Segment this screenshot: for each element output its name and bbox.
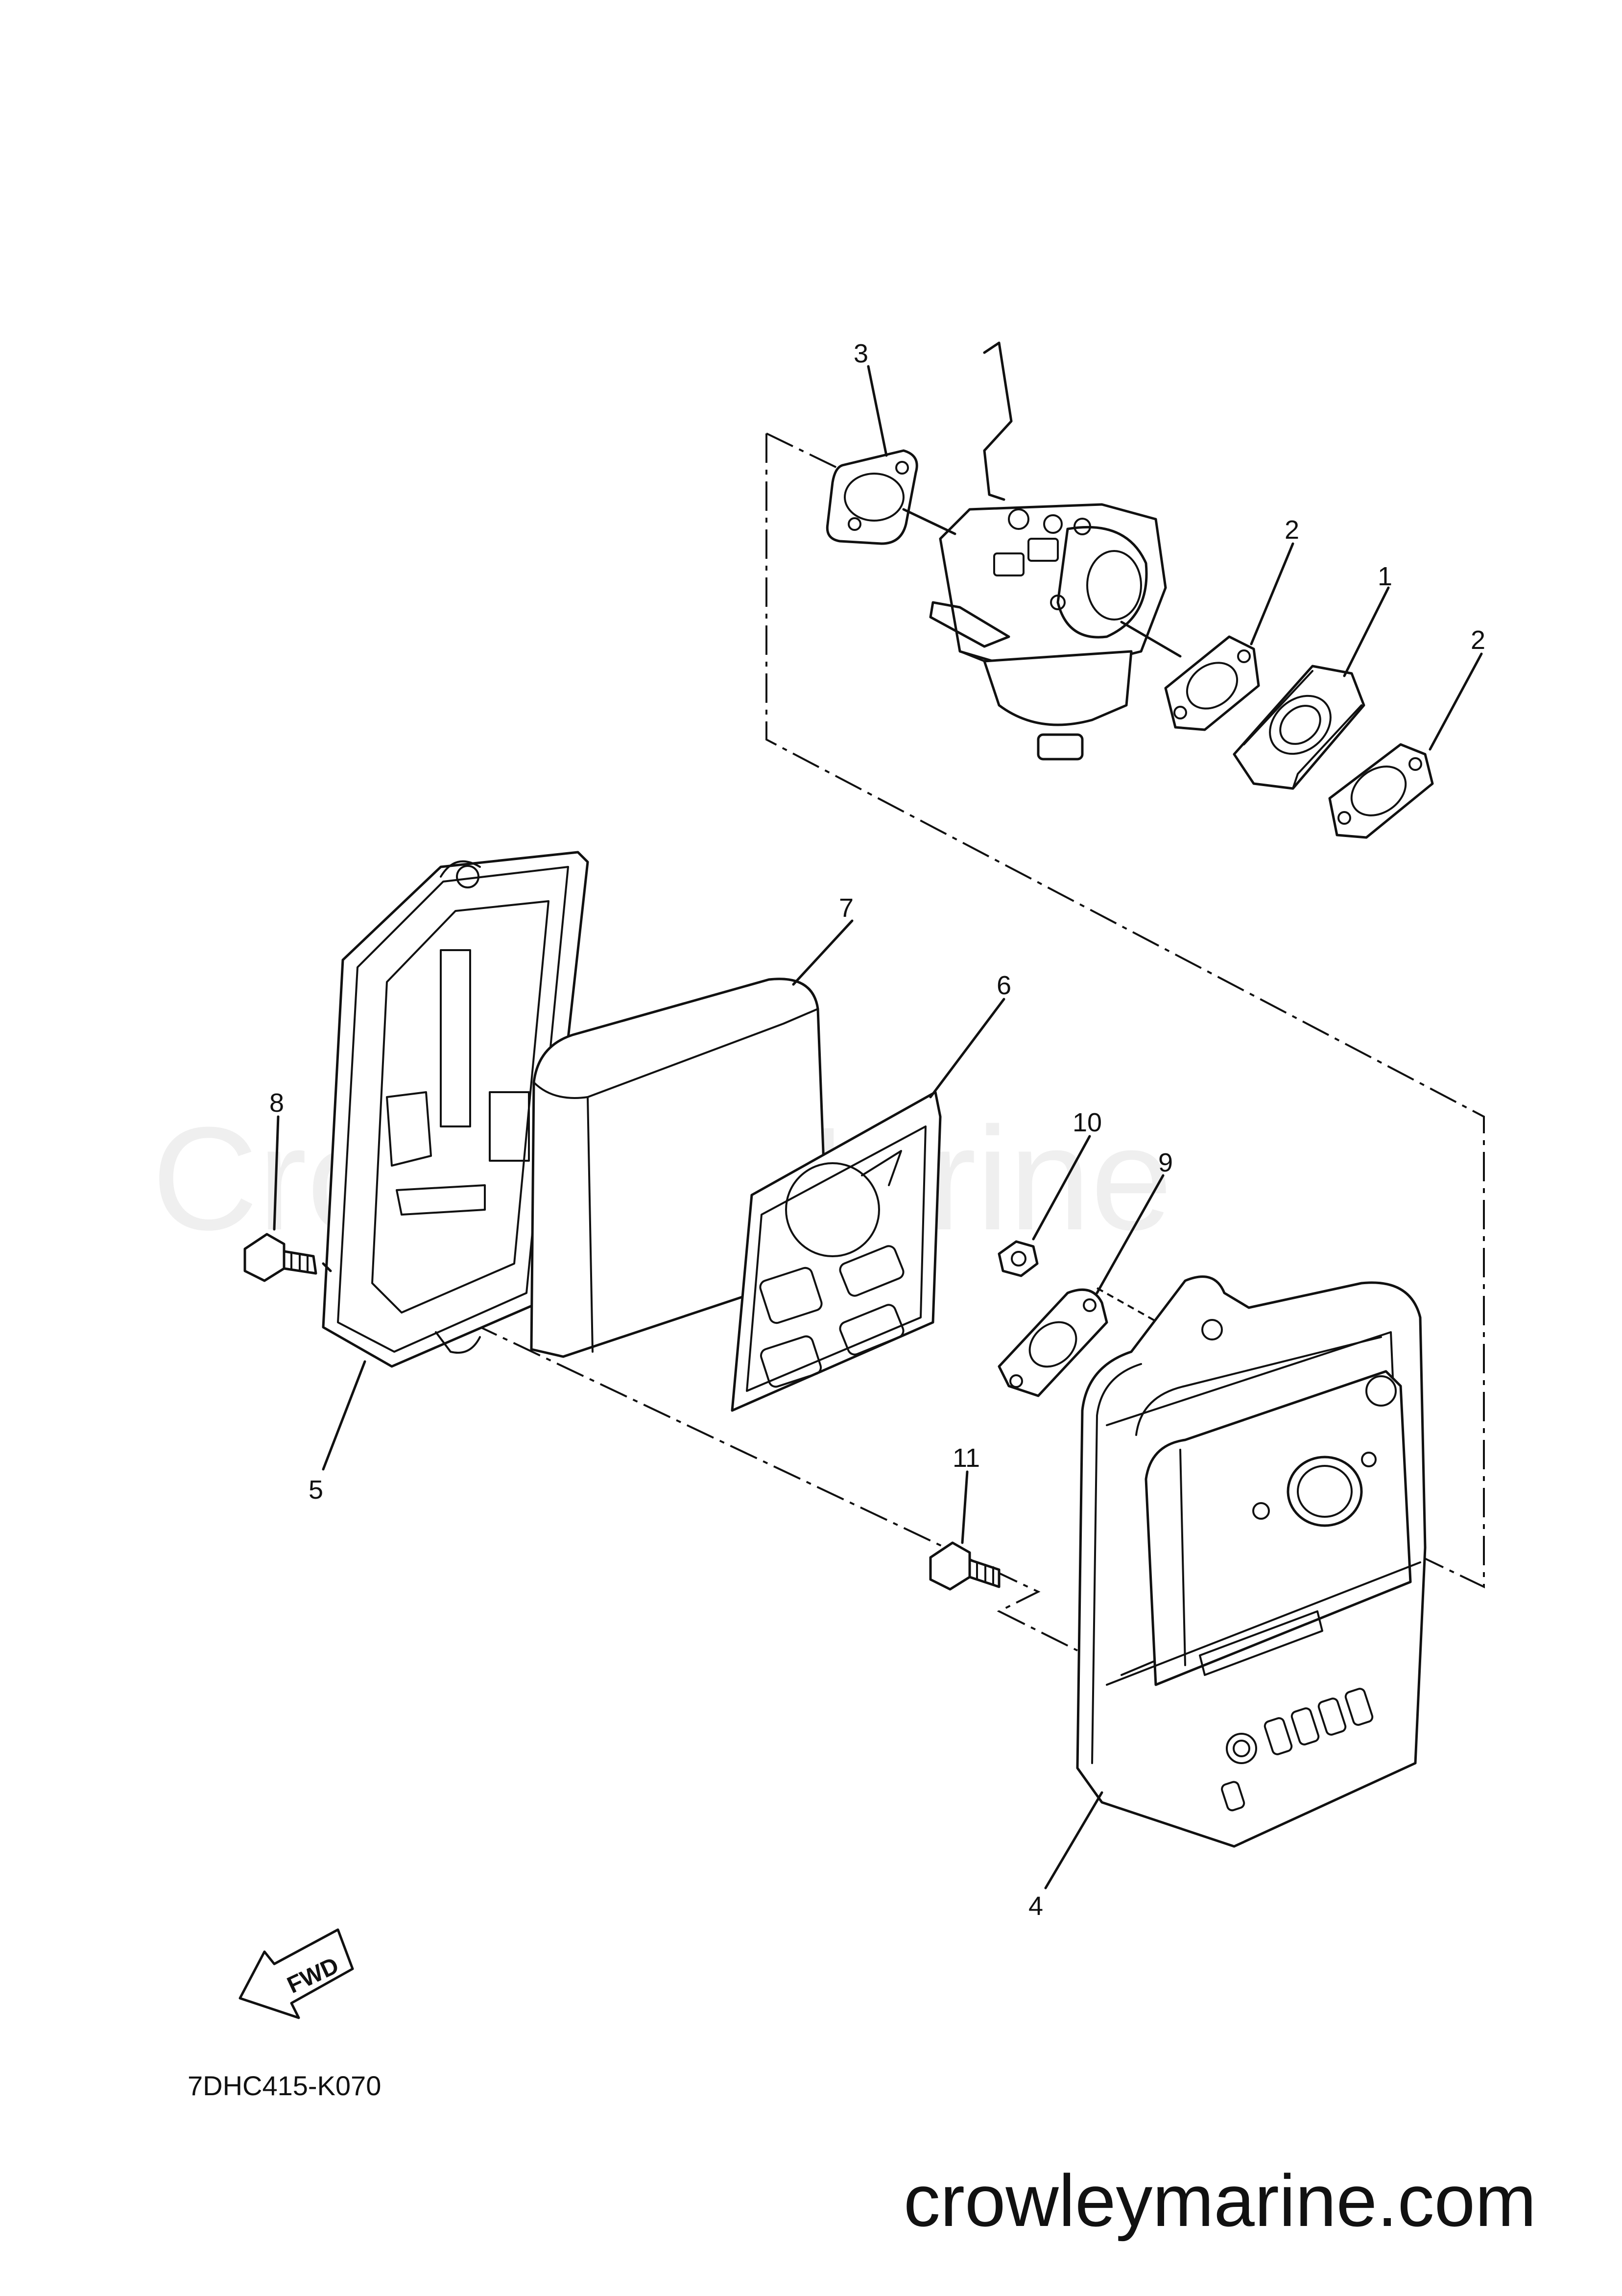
callout-5: 5 bbox=[309, 1475, 323, 1505]
gasket-part-9 bbox=[998, 1288, 1108, 1397]
leader-lines bbox=[273, 365, 1483, 1889]
bolt-part-8 bbox=[243, 1233, 317, 1282]
callout-6: 6 bbox=[997, 971, 1011, 1000]
gasket-part-2-right bbox=[1328, 743, 1434, 839]
callout-4: 4 bbox=[1028, 1891, 1043, 1921]
part-code: 7DHC415-K070 bbox=[188, 2070, 381, 2101]
fwd-arrow-icon: FWD bbox=[239, 1928, 354, 2019]
callout-1: 1 bbox=[1378, 562, 1392, 591]
callout-7: 7 bbox=[839, 893, 854, 923]
callout-8: 8 bbox=[269, 1088, 284, 1118]
gasket-part-3 bbox=[826, 449, 918, 545]
nut-part-10 bbox=[998, 1240, 1039, 1277]
callout-3: 3 bbox=[854, 339, 868, 368]
callout-2-left: 2 bbox=[1285, 515, 1299, 545]
callout-labels: 3 2 1 2 7 6 8 10 9 11 5 4 bbox=[269, 339, 1485, 1921]
callout-11: 11 bbox=[953, 1443, 980, 1473]
callout-9: 9 bbox=[1158, 1148, 1173, 1177]
spacer-part-1 bbox=[1233, 665, 1365, 790]
carburetor bbox=[929, 341, 1167, 761]
screen-part-6 bbox=[731, 1091, 942, 1412]
bolt-part-11 bbox=[929, 1541, 1001, 1591]
callout-2-right: 2 bbox=[1471, 625, 1485, 655]
cover-part-4 bbox=[1076, 1275, 1427, 1848]
website-footer: crowleymarine.com bbox=[904, 2159, 1536, 2242]
air-cleaner-case-part-5 bbox=[322, 851, 589, 1368]
gasket-part-2-left bbox=[1164, 635, 1260, 731]
callout-10: 10 bbox=[1073, 1108, 1102, 1137]
